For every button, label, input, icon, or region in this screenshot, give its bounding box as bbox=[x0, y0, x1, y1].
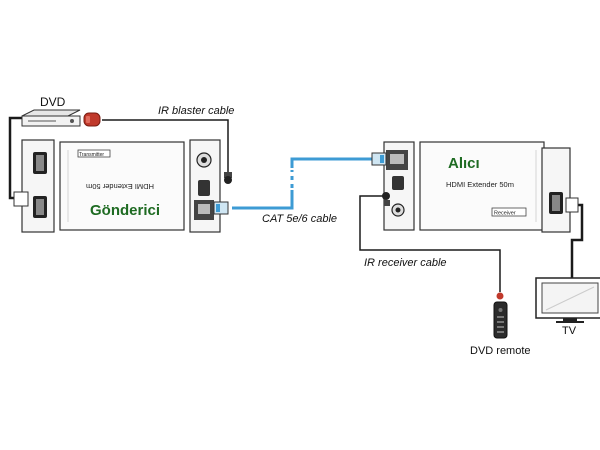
transmitter-model: HDMI Extender 50m bbox=[86, 182, 154, 191]
dvd-remote-icon bbox=[493, 292, 508, 339]
ir-blaster-cable bbox=[102, 119, 229, 172]
dvd-remote-label: DVD remote bbox=[470, 345, 531, 357]
dvd-hdmi-cable bbox=[8, 116, 22, 200]
transmitter-side-panel bbox=[13, 139, 55, 233]
receiver-body: Alıcı HDMI Extender 50m Receiver bbox=[419, 141, 545, 231]
receiver-side-panel bbox=[541, 147, 579, 233]
receiver-name: Alıcı bbox=[448, 155, 480, 172]
dvd-label: DVD bbox=[40, 95, 66, 109]
receiver-rj45-plug bbox=[371, 152, 387, 166]
ir-emitter bbox=[83, 112, 101, 127]
tv-hdmi-cable bbox=[570, 203, 584, 278]
tv-label: TV bbox=[562, 325, 577, 337]
cat-cable-label: CAT 5e/6 cable bbox=[262, 213, 337, 225]
ir-blaster-cable-label: IR blaster cable bbox=[158, 105, 234, 117]
receiver-badge: Receiver bbox=[494, 211, 516, 217]
transmitter-name: Gönderici bbox=[90, 202, 160, 219]
transmitter-body: Transmitter HDMI Extender 50m Gönderici bbox=[59, 141, 185, 231]
dvd-player bbox=[21, 109, 81, 127]
cat-cable bbox=[232, 190, 294, 210]
transmitter-rj45-plug bbox=[213, 201, 229, 215]
ir-receiver-cable-label: IR receiver cable bbox=[364, 257, 447, 269]
tv bbox=[535, 277, 600, 323]
ir-receiver-cable bbox=[359, 195, 501, 292]
receiver-end-panel bbox=[383, 141, 415, 231]
ir-blaster-plug bbox=[224, 172, 232, 184]
transmitter-end-panel bbox=[189, 139, 221, 233]
cat-cable-upper bbox=[290, 157, 374, 168]
transmitter-badge: Transmitter bbox=[79, 152, 104, 158]
receiver-model: HDMI Extender 50m bbox=[446, 180, 514, 189]
ir-receiver-plug bbox=[382, 192, 390, 206]
